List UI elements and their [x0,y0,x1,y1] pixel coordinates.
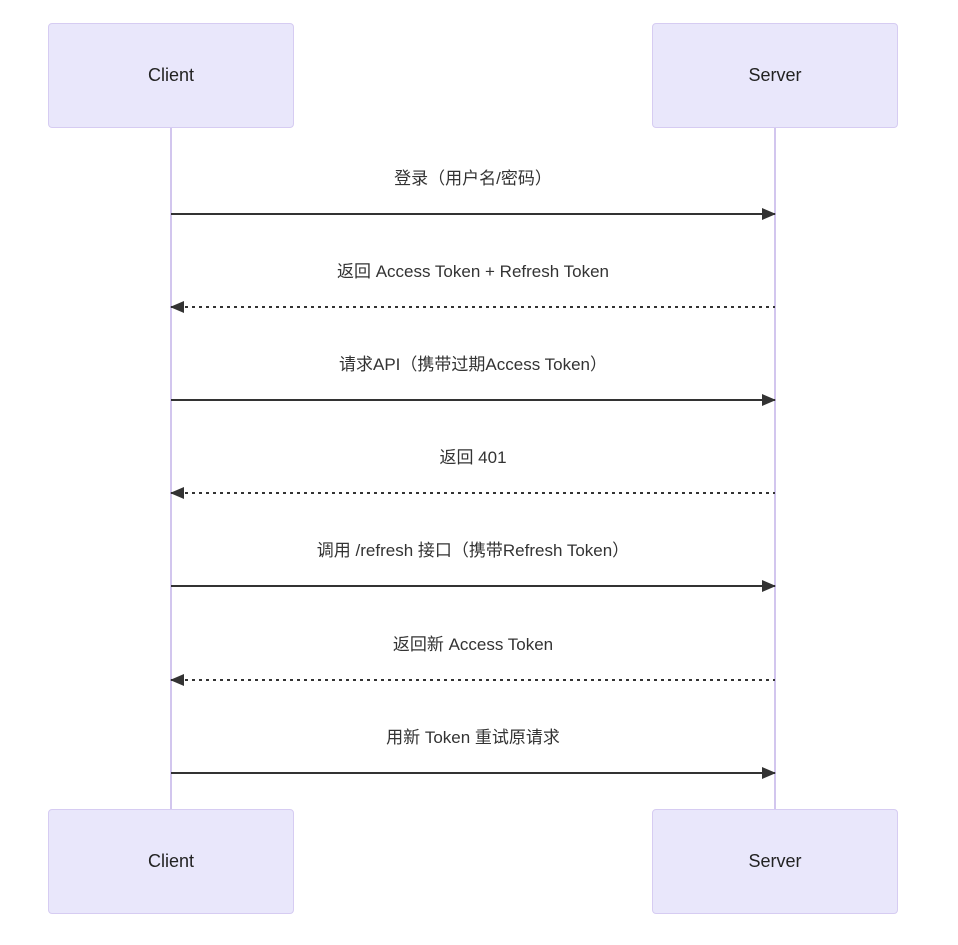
lifeline-client [170,128,172,809]
lifeline-server [774,128,776,809]
actor-label-client: Client [147,65,195,85]
dashed-arrow-left [170,674,775,686]
message-label: 调用 /refresh 接口（携带Refresh Token） [316,541,630,560]
message-label: 用新 Token 重试原请求 [386,728,560,747]
message-row: 请求API（携带过期Access Token） [171,353,776,406]
message-label: 返回 401 [439,448,507,467]
arrowhead-icon [170,487,184,499]
arrowhead-icon [762,767,776,779]
actor-label-client: Client [147,851,195,871]
message-label: 返回新 Access Token [392,635,554,654]
message-row: 用新 Token 重试原请求 [171,726,776,779]
message-row: 返回新 Access Token [170,633,775,686]
actor-label-server: Server [748,851,802,871]
message-label: 登录（用户名/密码） [394,169,552,188]
actor-label-server: Server [748,65,802,85]
message-row: 返回 401 [170,446,775,499]
actor-box-client-bottom: Client [48,809,294,914]
arrowhead-icon [762,394,776,406]
dashed-arrow-left [170,301,775,313]
arrowhead-icon [762,208,776,220]
actor-box-client-top: Client [48,23,294,128]
message-label: 返回 Access Token + Refresh Token [337,262,609,281]
arrowhead-icon [170,674,184,686]
solid-arrow-right [171,394,776,406]
message-label: 请求API（携带过期Access Token） [339,355,607,374]
solid-arrow-right [171,208,776,220]
solid-arrow-right [171,580,776,592]
message-row: 登录（用户名/密码） [171,167,776,220]
arrowhead-icon [170,301,184,313]
arrowhead-icon [762,580,776,592]
message-row: 调用 /refresh 接口（携带Refresh Token） [171,539,776,592]
solid-arrow-right [171,767,776,779]
message-row: 返回 Access Token + Refresh Token [170,260,775,313]
actor-box-server-top: Server [652,23,898,128]
dashed-arrow-left [170,487,775,499]
actor-box-server-bottom: Server [652,809,898,914]
